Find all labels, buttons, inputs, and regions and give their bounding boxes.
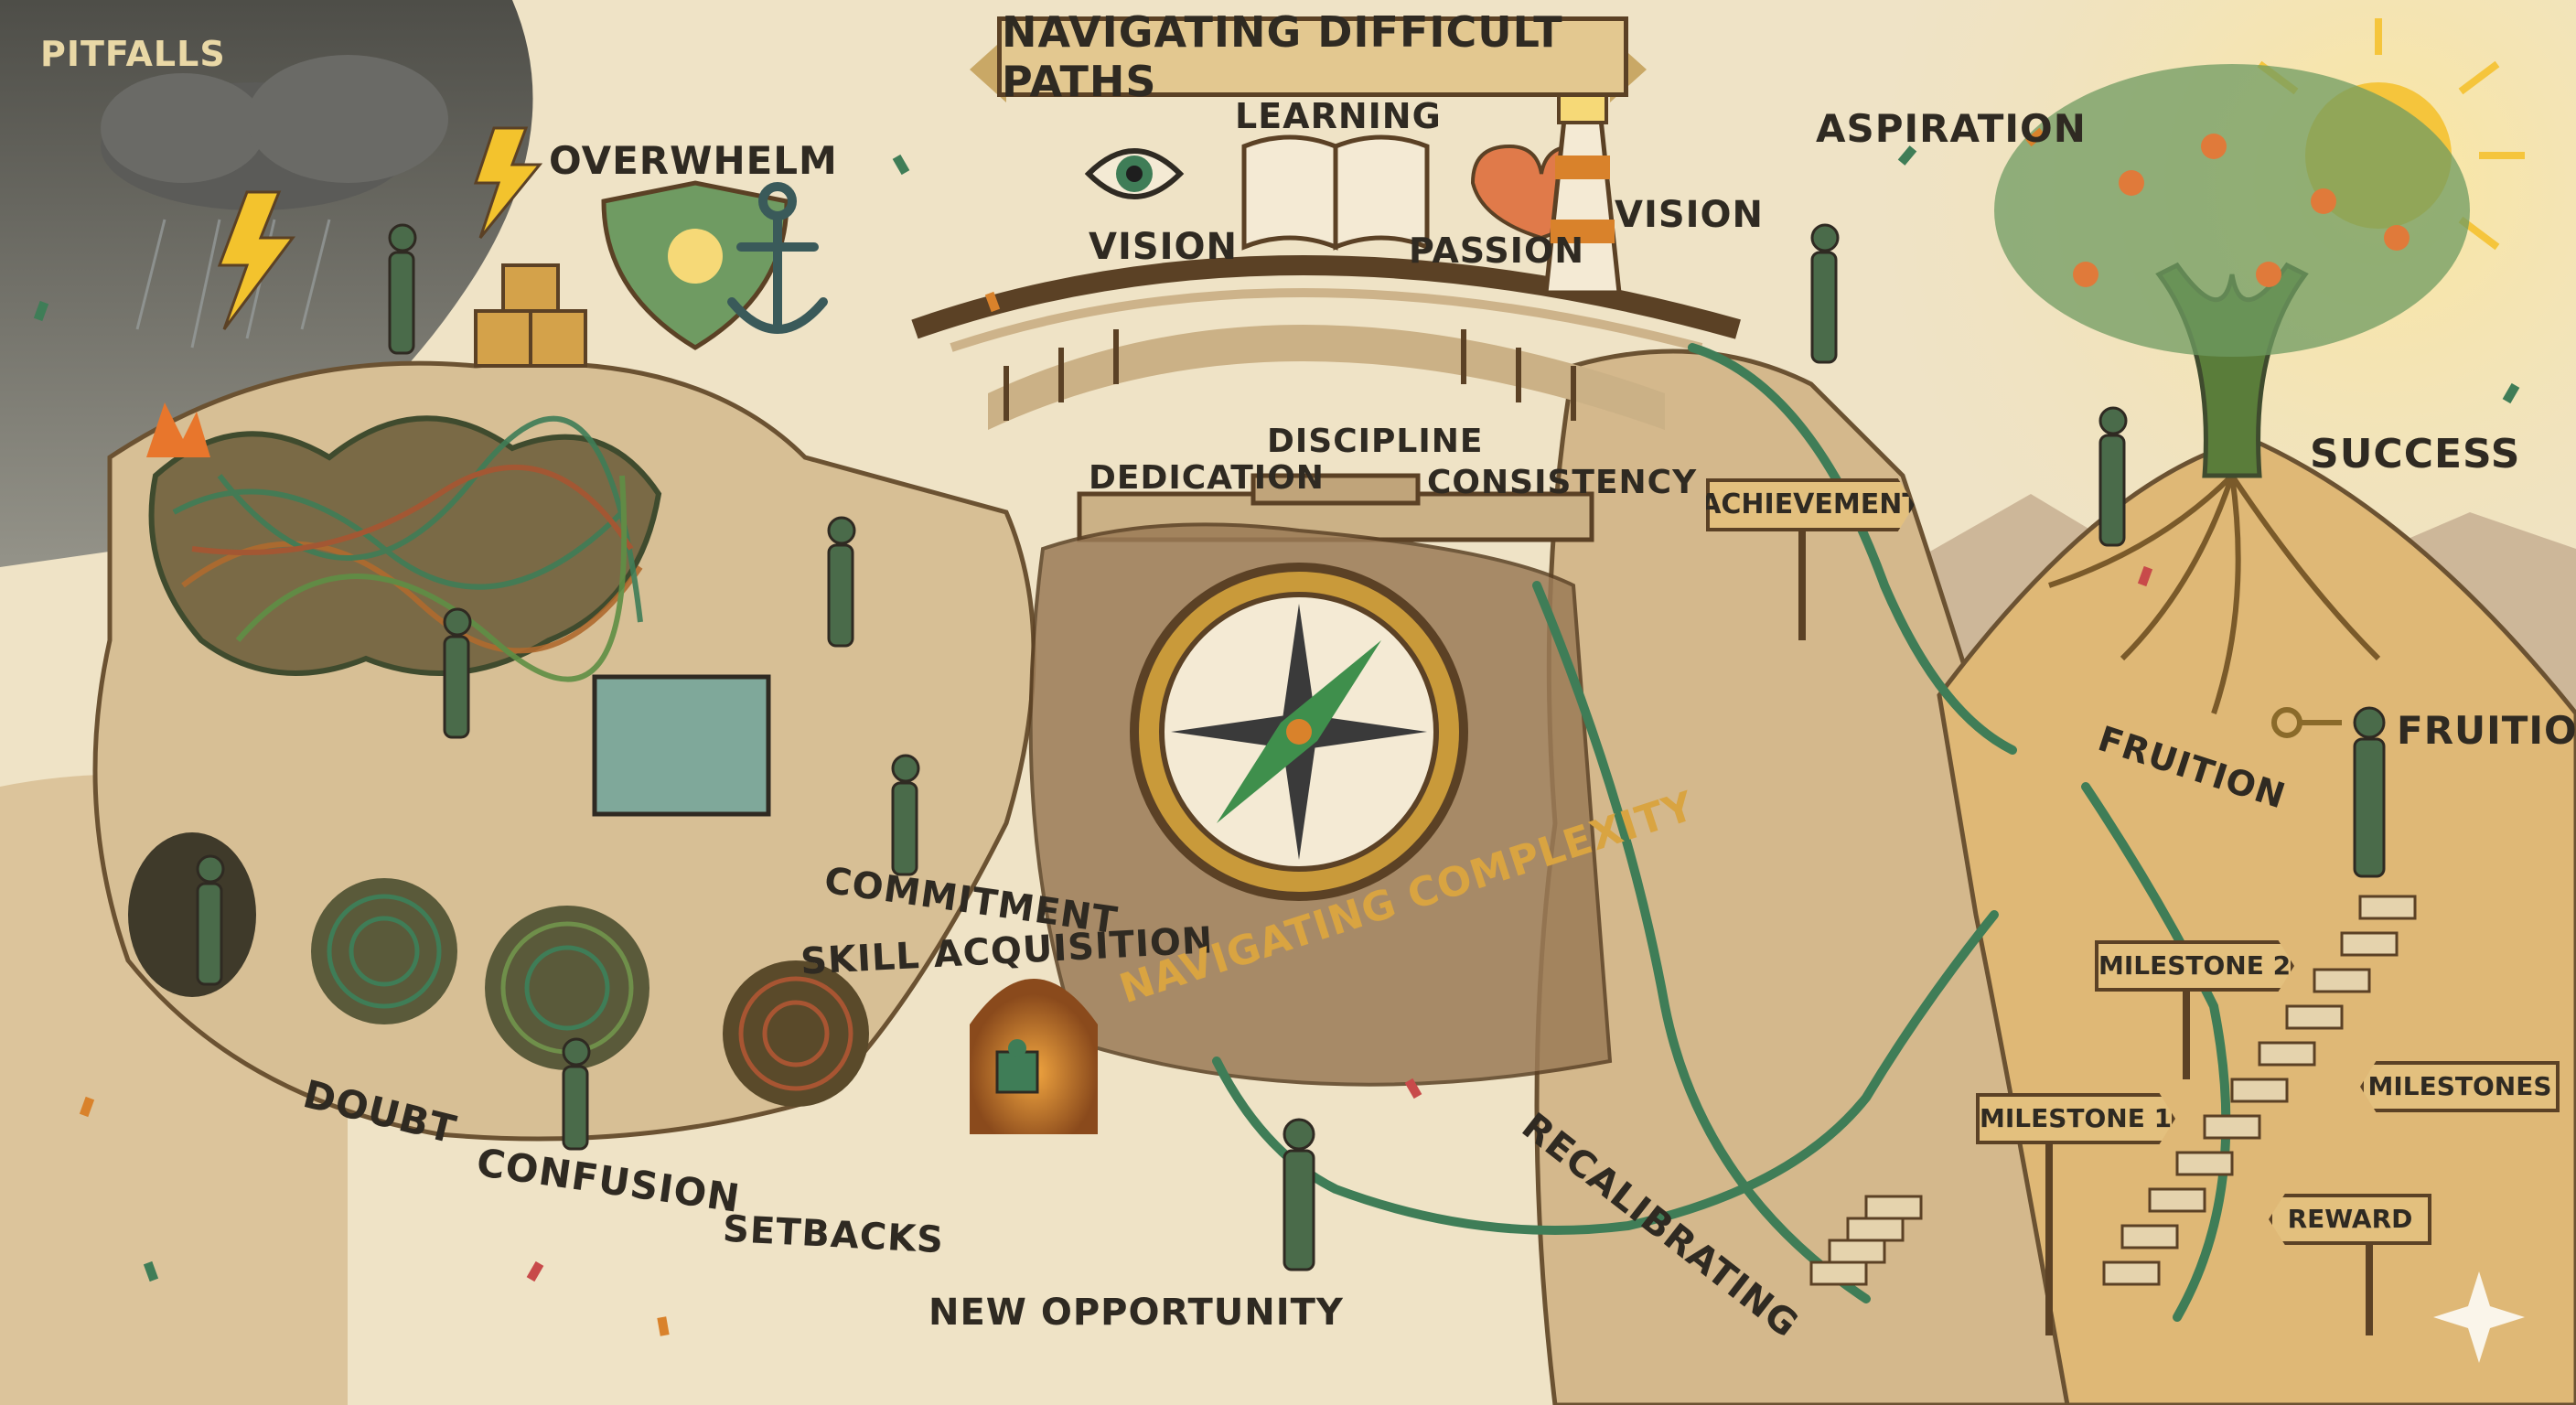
label-learning: LEARNING — [1235, 96, 1442, 136]
label-passion: PASSION — [1409, 231, 1585, 271]
sign-milestones: MILESTONES — [2360, 1061, 2560, 1112]
sign-milestone-2: MILESTONE 2 — [2095, 940, 2294, 992]
label-pitfalls: PITFALLS — [40, 34, 226, 74]
label-aspiration: ASPIRATION — [1816, 106, 2087, 151]
label-consistency: CONSISTENCY — [1427, 464, 1698, 501]
label-overwhelm: OVERWHELM — [549, 138, 838, 183]
puzzle-piece-icon — [995, 1039, 1039, 1094]
tree-icon — [1994, 64, 2470, 478]
compass-icon — [1130, 563, 1468, 901]
anchor-icon — [727, 182, 828, 334]
lightning-icon — [217, 126, 543, 330]
sparkle-icon — [2433, 1271, 2525, 1363]
label-discipline: DISCIPLINE — [1267, 423, 1484, 460]
label-fruition: FRUITION — [2397, 708, 2576, 753]
storm-cloud-icon — [101, 55, 448, 210]
label-new-opportunity: NEW OPPORTUNITY — [928, 1292, 1344, 1334]
label-vision-right: VISION — [1615, 194, 1765, 236]
label-setbacks: SETBACKS — [721, 1207, 946, 1262]
sign-reward: REWARD — [2269, 1194, 2431, 1245]
sign-milestone-1: MILESTONE 1 — [1976, 1093, 2175, 1144]
label-success: SUCCESS — [2310, 431, 2521, 477]
key-icon — [2271, 707, 2342, 738]
label-dedication: DEDICATION — [1089, 459, 1325, 497]
title-banner: NAVIGATING DIFFICULT PATHS — [997, 7, 1628, 106]
open-book-icon — [1241, 134, 1430, 251]
label-vision-left: VISION — [1089, 226, 1239, 268]
eye-icon — [1084, 148, 1185, 199]
sign-achievement: ACHIEVEMENT — [1706, 478, 1915, 531]
